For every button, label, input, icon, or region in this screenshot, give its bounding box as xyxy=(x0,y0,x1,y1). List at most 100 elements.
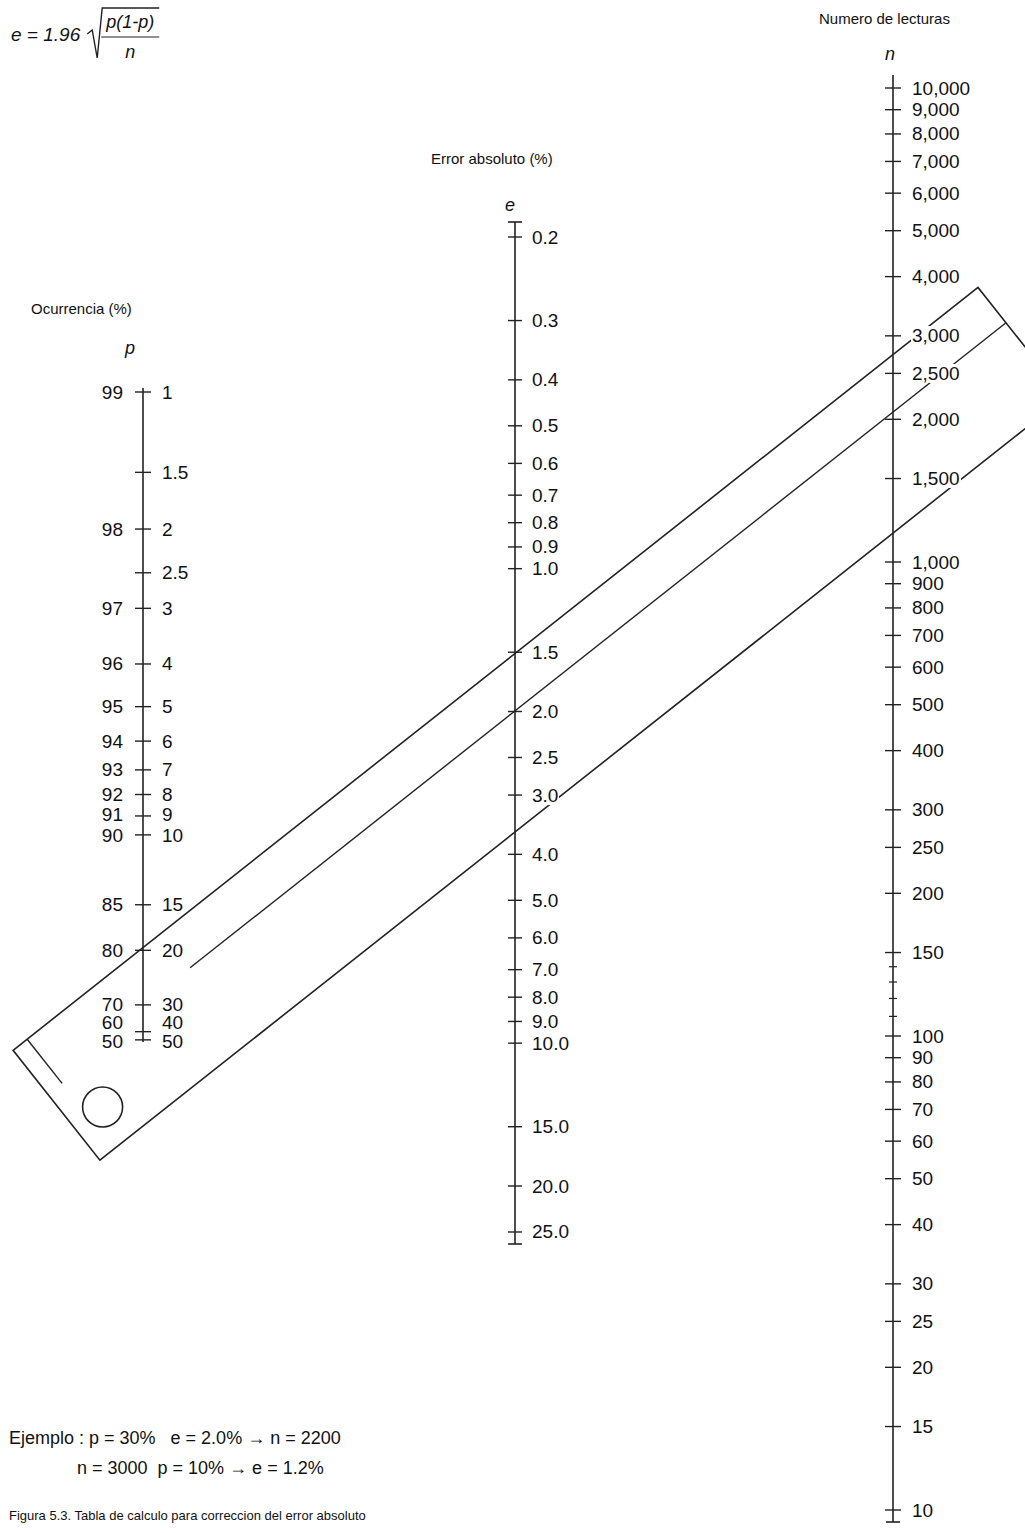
scale-value: 97 xyxy=(101,599,124,618)
tick-mark xyxy=(135,663,151,664)
scale-value: 4 xyxy=(161,654,174,673)
scale-value: 50 xyxy=(911,1169,934,1188)
tick-mark xyxy=(885,1057,901,1058)
scale-value: 400 xyxy=(911,741,945,760)
tick-mark xyxy=(885,1367,901,1368)
tick-mark xyxy=(885,809,901,810)
scale-value: 93 xyxy=(101,760,124,779)
scale-value: 0.6 xyxy=(531,454,559,473)
formula-denominator: n xyxy=(124,43,136,61)
tick-mark xyxy=(508,320,522,321)
axis-title: Error absoluto (%) xyxy=(430,151,554,166)
scale-value: 95 xyxy=(101,697,124,716)
ruler-end-line xyxy=(27,1039,62,1083)
tick-mark xyxy=(885,1283,901,1284)
tick-mark xyxy=(508,1231,522,1232)
tick-mark xyxy=(135,1031,151,1032)
scale-value: 1.0 xyxy=(531,559,559,578)
scale-value: 7.0 xyxy=(531,960,559,979)
tick-mark xyxy=(885,1109,901,1110)
figure-caption: Figura 5.3. Tabla de calculo para correc… xyxy=(8,1509,367,1522)
scale-value: 500 xyxy=(911,695,945,714)
scale-value: 30 xyxy=(911,1274,934,1293)
tick-mark xyxy=(508,379,522,380)
fraction-bar xyxy=(101,36,159,37)
minor-tick xyxy=(889,966,897,967)
tick-mark xyxy=(885,750,901,751)
tick-mark xyxy=(885,583,901,584)
axis-cap xyxy=(508,221,522,223)
tick-mark xyxy=(885,478,901,479)
tick-mark xyxy=(508,794,522,795)
tick-mark xyxy=(885,373,901,374)
scale-value: 60 xyxy=(911,1132,934,1151)
scale-value: 6 xyxy=(161,732,174,751)
tick-mark xyxy=(885,607,901,608)
scale-value: 9 xyxy=(161,805,174,824)
scale-value: 70 xyxy=(911,1100,934,1119)
scale-value: 1,500 xyxy=(911,469,961,488)
ruler-hole xyxy=(83,1087,123,1127)
tick-mark xyxy=(885,1081,901,1082)
tick-mark xyxy=(885,635,901,636)
tick-mark xyxy=(508,1021,522,1022)
scale-value: 70 xyxy=(101,995,124,1014)
scale-value: 2,500 xyxy=(911,364,961,383)
scale-value: 25.0 xyxy=(531,1222,570,1241)
tick-mark xyxy=(135,794,151,795)
scale-value: 85 xyxy=(101,895,124,914)
tick-mark xyxy=(508,425,522,426)
scale-value: 6.0 xyxy=(531,928,559,947)
tick-mark xyxy=(135,608,151,609)
scale-value: 80 xyxy=(911,1072,934,1091)
example-note: Ejemplo : p = 30% e = 2.0% → n = 2200 xyxy=(8,1429,342,1447)
scale-value: 2.5 xyxy=(161,563,189,582)
scale-value: 9,000 xyxy=(911,100,961,119)
tick-mark xyxy=(135,740,151,741)
tick-mark xyxy=(885,133,901,134)
tick-mark xyxy=(508,996,522,997)
scale-value: 700 xyxy=(911,626,945,645)
tick-mark xyxy=(885,1224,901,1225)
scale-value: 4,000 xyxy=(911,267,961,286)
scale-value: 80 xyxy=(101,941,124,960)
scale-value: 15 xyxy=(911,1417,934,1436)
axis-line xyxy=(142,388,144,1042)
scale-value: 0.8 xyxy=(531,513,559,532)
scale-value: 7 xyxy=(161,760,174,779)
tick-mark xyxy=(885,192,901,193)
scale-value: 50 xyxy=(161,1032,184,1051)
scale-value: 0.4 xyxy=(531,370,559,389)
tick-mark xyxy=(508,937,522,938)
scale-value: 10.0 xyxy=(531,1034,570,1053)
tick-mark xyxy=(885,276,901,277)
scale-value: 0.2 xyxy=(531,228,559,247)
tick-mark xyxy=(885,335,901,336)
example-note: n = 3000 p = 10% → e = 1.2% xyxy=(76,1459,325,1477)
ruler-outline xyxy=(13,287,1025,1160)
scale-value: 92 xyxy=(101,785,124,804)
axis-symbol: n xyxy=(884,45,896,63)
tick-mark xyxy=(885,1140,901,1141)
tick-mark xyxy=(885,161,901,162)
axis-symbol: e xyxy=(504,196,516,214)
tick-mark xyxy=(135,769,151,770)
scale-value: 2,000 xyxy=(911,410,961,429)
tick-mark xyxy=(508,757,522,758)
tick-mark xyxy=(885,109,901,110)
tick-mark xyxy=(135,1039,151,1040)
tick-mark xyxy=(135,472,151,473)
tick-mark xyxy=(885,230,901,231)
scale-value: 3 xyxy=(161,599,174,618)
tick-mark xyxy=(508,854,522,855)
axis-line xyxy=(514,222,516,1244)
ruler-hairline xyxy=(190,323,1006,968)
scale-value: 1.5 xyxy=(531,643,559,662)
tick-mark xyxy=(508,1126,522,1127)
scale-value: 2.0 xyxy=(531,702,559,721)
scale-value: 20.0 xyxy=(531,1177,570,1196)
tick-mark xyxy=(508,711,522,712)
tick-mark xyxy=(135,815,151,816)
tick-mark xyxy=(135,528,151,529)
